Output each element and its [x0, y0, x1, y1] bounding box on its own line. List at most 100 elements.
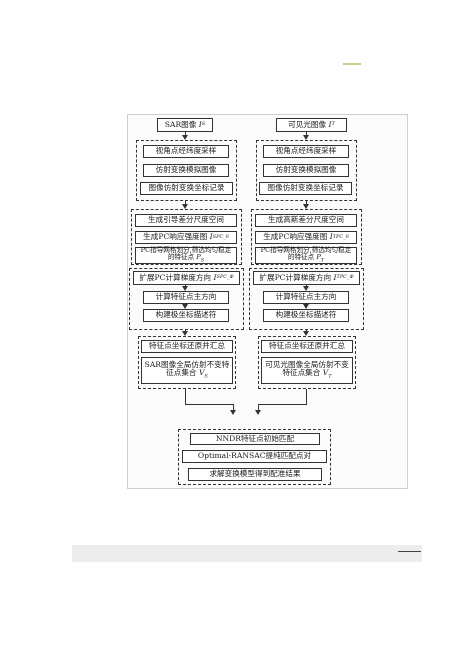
- final-group: [178, 429, 331, 485]
- left-connector-7: [185, 404, 233, 405]
- right-input-sub: T: [331, 121, 335, 128]
- right-connector-6: [306, 389, 307, 404]
- right-g1-box-2: 仿射变换模拟图像: [263, 164, 349, 177]
- right-g4-label-b: 可见光图像全局仿射不变特征点集合: [265, 359, 349, 378]
- left-g4-var-b: V: [198, 368, 205, 378]
- right-g1-label-3: 图像仿射变换坐标记录: [267, 183, 344, 193]
- right-g3-label-c: 构建极坐标描述符: [275, 310, 337, 320]
- left-g3-label-b: 计算特征点主方向: [155, 292, 217, 302]
- left-g4-box-a: 特征点坐标还原并汇总: [141, 340, 233, 353]
- left-group-4: [138, 336, 236, 389]
- left-g3-box-c: 构建极坐标描述符: [143, 309, 229, 322]
- right-g4-label-a: 特征点坐标还原并汇总: [269, 341, 345, 351]
- left-input-var: I: [198, 119, 202, 129]
- right-g2-sub-b: TPC_δ: [332, 233, 349, 240]
- right-group-4: [258, 336, 356, 389]
- left-g4-label-a: 特征点坐标还原并汇总: [149, 341, 225, 351]
- right-g4-sub-b: T: [328, 373, 332, 380]
- footer-line: [398, 551, 421, 552]
- left-arrow-6: [230, 410, 236, 415]
- right-g2-var-c: P: [316, 253, 321, 262]
- right-g4-box-a: 特征点坐标还原并汇总: [261, 340, 353, 353]
- left-g4-label-b: SAR图像全局仿射不变特征点集合: [144, 359, 230, 378]
- left-g2-var-b: I: [209, 232, 213, 242]
- right-input-var: I: [328, 119, 332, 129]
- left-arrow-1: [182, 135, 188, 140]
- final-label-3: 求解变换模型得到配准结果: [209, 469, 301, 479]
- left-g3-label-c: 构建极坐标描述符: [155, 310, 217, 320]
- right-g3-box-b: 计算特征点主方向: [263, 291, 349, 304]
- left-arrow-2: [182, 204, 188, 209]
- left-g2-box-a: 生成引导差分尺度空间: [135, 214, 237, 227]
- right-g1-label-2: 仿射变换模拟图像: [275, 165, 337, 175]
- left-g1-box-2: 仿射变换模拟图像: [143, 164, 229, 177]
- final-label-1: NNDR特征点初始匹配: [215, 433, 295, 443]
- left-group-2: [131, 209, 242, 265]
- right-g2-label-a: 生成高斯差分尺度空间: [268, 215, 344, 225]
- right-g1-label-1: 视角点经纬度采样: [275, 146, 337, 156]
- right-g1-box-1: 视角点经纬度采样: [263, 145, 349, 158]
- left-g1-label-3: 图像仿射变换坐标记录: [148, 183, 225, 193]
- final-label-2: Optimal-RANSAC提纯匹配点对: [197, 451, 312, 461]
- left-g3-sub-a: SPC_Φ: [216, 274, 234, 281]
- left-connector-6: [185, 389, 186, 404]
- left-g3-label-a: 扩展PC计算梯度方向: [139, 272, 212, 282]
- right-g1-box-3: 图像仿射变换坐标记录: [259, 182, 352, 195]
- final-box-1: NNDR特征点初始匹配: [190, 433, 320, 445]
- left-connector-2: [185, 201, 186, 205]
- right-g4-box-b: 可见光图像全局仿射不变特征点集合 VT: [261, 357, 353, 384]
- left-arrow-3: [182, 286, 188, 291]
- right-g2-label-b: 生成PC响应强度图: [263, 232, 328, 242]
- left-g2-label-c: PC指导网格划分,筛选均匀稳定的特征点: [140, 245, 232, 262]
- left-g2-label-a: 生成引导差分尺度空间: [148, 215, 224, 225]
- left-g2-sub-c: S: [200, 257, 205, 264]
- right-connector-8: [258, 404, 259, 411]
- left-g2-sub-b: SPC_δ: [212, 233, 229, 240]
- right-g2-var-b: I: [329, 232, 333, 242]
- left-group-3: [129, 268, 244, 330]
- right-g2-box-c: PC指导网格划分,筛选均匀稳定的特征点 PT: [255, 245, 357, 264]
- left-g3-var-a: I: [213, 272, 217, 282]
- left-group-1: [136, 140, 237, 201]
- final-box-3: 求解变换模型得到配准结果: [188, 468, 322, 481]
- left-input-sub: S: [201, 121, 206, 128]
- right-g3-label-b: 计算特征点主方向: [275, 292, 337, 302]
- right-input-label: 可见光图像: [288, 119, 327, 129]
- left-arrow-5: [182, 331, 188, 336]
- right-g2-box-a: 生成高斯差分尺度空间: [255, 214, 357, 227]
- left-g1-label-2: 仿射变换模拟图像: [155, 165, 217, 175]
- right-g3-label-a: 扩展PC计算梯度方向: [259, 272, 332, 282]
- right-g4-var-b: V: [322, 368, 329, 378]
- right-arrow-3: [303, 286, 309, 291]
- left-connector-8: [233, 404, 234, 411]
- right-connector-2: [306, 201, 307, 205]
- left-g4-box-b: SAR图像全局仿射不变特征点集合 VS: [141, 357, 233, 384]
- accent-mark: [343, 63, 361, 65]
- right-arrow-4: [303, 304, 309, 309]
- right-arrow-1: [303, 135, 309, 140]
- right-arrow-5: [303, 331, 309, 336]
- right-g2-label-c: PC指导网格划分,筛选均匀稳定的特征点: [260, 245, 352, 262]
- left-g3-box-b: 计算特征点主方向: [143, 291, 229, 304]
- left-g2-box-c: PC指导网格划分,筛选均匀稳定的特征点 PS: [135, 245, 237, 264]
- right-g3-sub-a: TPC_Φ: [336, 274, 354, 281]
- final-box-2: Optimal-RANSAC提纯匹配点对: [182, 450, 327, 463]
- right-connector-1: [306, 132, 307, 136]
- right-g2-sub-c: T: [320, 257, 325, 264]
- right-g3-var-a: I: [333, 272, 337, 282]
- left-g4-sub-b: S: [204, 373, 208, 380]
- left-connector-1: [185, 132, 186, 136]
- left-g2-label-b: 生成PC响应强度图: [143, 232, 208, 242]
- left-input-label: SAR图像: [164, 119, 197, 129]
- left-g1-box-1: 视角点经纬度采样: [143, 145, 229, 158]
- right-arrow-2: [303, 204, 309, 209]
- right-group-2: [251, 209, 362, 265]
- right-group-3: [249, 268, 364, 330]
- left-arrow-4: [182, 304, 188, 309]
- left-g2-var-c: P: [196, 253, 201, 262]
